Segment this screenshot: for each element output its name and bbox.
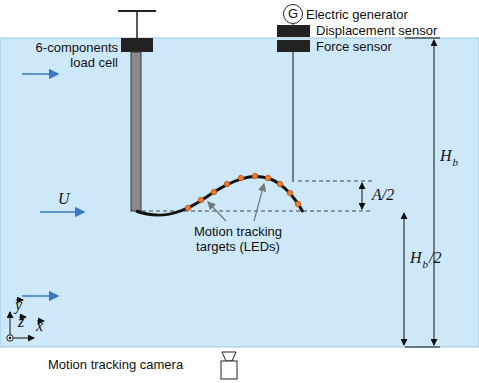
- dimension-subscript: b: [453, 155, 459, 170]
- generator-symbol: G: [288, 7, 298, 21]
- callout-label: Motion tracking targets (LEDs): [182, 224, 294, 254]
- reference-lines: [142, 181, 372, 211]
- part-label: Electric generator: [306, 7, 408, 22]
- part-label: Displacement sensor: [316, 23, 437, 38]
- part-label: 6-components load cell: [30, 40, 118, 70]
- velocity-symbol: U: [58, 191, 70, 206]
- load-cell: [118, 11, 156, 211]
- dimension-label: H: [410, 250, 422, 265]
- part-label: Force sensor: [316, 39, 392, 54]
- axis-label: x: [36, 318, 43, 333]
- generator-sensors: [277, 24, 310, 182]
- led-leaders: [208, 184, 264, 221]
- water-channel: [0, 38, 479, 347]
- dimension-subscript: b: [423, 257, 429, 272]
- led-targets: [185, 173, 301, 211]
- axis-label: y: [15, 297, 22, 312]
- axes: [7, 300, 44, 341]
- part-label: Motion tracking camera: [48, 357, 183, 372]
- flexible-membrane: [136, 177, 303, 216]
- generator-circle: G: [283, 4, 303, 24]
- flow-arrows: [22, 74, 84, 296]
- camera: [221, 352, 237, 379]
- amplitude-arrow: [362, 183, 363, 209]
- dimension-label: A/2: [372, 187, 394, 202]
- axis-label: z: [18, 314, 24, 329]
- height-dimensions: [404, 38, 440, 347]
- dimension-label: /2: [429, 250, 441, 265]
- dimension-label: H: [440, 148, 452, 163]
